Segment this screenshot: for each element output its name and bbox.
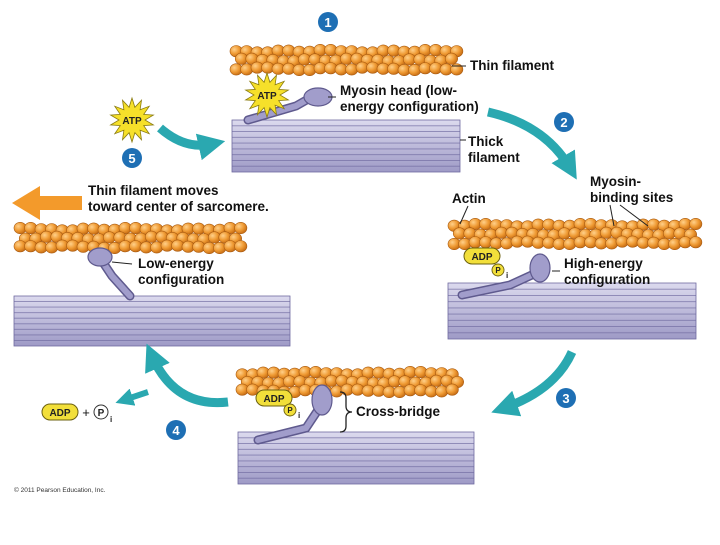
released-adp-pi: ADP + P i	[41, 403, 112, 424]
svg-text:1: 1	[324, 15, 331, 30]
movement-arrow	[12, 186, 82, 220]
thick-filament-label-line2: filament	[468, 150, 520, 165]
thin-filament-label: Thin filament	[470, 58, 555, 73]
myosin-head	[87, 247, 135, 301]
actin-label: Actin	[452, 191, 486, 206]
svg-text:P: P	[98, 408, 105, 419]
cycle-arrow-2	[486, 107, 577, 180]
svg-text:ADP: ADP	[471, 252, 492, 263]
myosin-head	[253, 384, 333, 445]
high-energy-label-line1: High-energy	[564, 256, 643, 271]
leader-lines	[111, 65, 649, 272]
cycle-arrow-5	[157, 124, 226, 161]
myosin-head	[457, 253, 551, 300]
copyright-notice: © 2011 Pearson Education, Inc.	[14, 486, 106, 494]
step-badge-3: 3	[556, 388, 576, 408]
myosin-head-label-line2: energy configuration)	[340, 99, 479, 114]
step-badge-5: 5	[122, 148, 142, 168]
thick-filament	[13, 295, 291, 347]
panel-4	[13, 221, 291, 347]
cross-bridge-label: Cross-bridge	[356, 404, 441, 419]
thick-filament	[237, 431, 475, 485]
binding-sites-label-line1: Myosin-	[590, 174, 641, 189]
atp-star-bound: ATP	[244, 71, 290, 119]
svg-text:+: +	[82, 405, 90, 420]
high-energy-label-line2: configuration	[564, 272, 650, 287]
svg-text:P: P	[287, 406, 293, 415]
binding-sites-label-line2: binding sites	[590, 190, 673, 205]
svg-text:5: 5	[128, 151, 135, 166]
step-badge-4: 4	[166, 420, 186, 440]
panel-3: ADP P i	[235, 365, 475, 485]
adp-molecule: ADP	[255, 389, 293, 407]
movement-label-line1: Thin filament moves	[88, 183, 219, 198]
adp-molecule: ADP	[463, 247, 501, 265]
movement-label-line2: toward center of sarcomere.	[88, 199, 269, 214]
thick-filament-label-line1: Thick	[468, 134, 504, 149]
low-energy-label-line2: configuration	[138, 272, 224, 287]
atp-star-free: ATP	[109, 96, 155, 144]
svg-text:2: 2	[560, 115, 567, 130]
svg-text:i: i	[298, 411, 300, 420]
actin-thin-filament	[447, 217, 703, 251]
actin-thin-filament	[13, 221, 248, 255]
step-badge-2: 2	[554, 112, 574, 132]
low-energy-label-line1: Low-energy	[138, 256, 214, 271]
cycle-arrow-3	[491, 350, 577, 417]
phosphate-molecule: P i	[283, 403, 300, 420]
svg-text:ADP: ADP	[263, 394, 284, 405]
panel-2: ADP P i	[447, 217, 703, 340]
svg-text:i: i	[506, 271, 508, 280]
atp-label: ATP	[257, 91, 277, 102]
actin-thin-filament	[229, 43, 464, 77]
atp-label: ATP	[122, 116, 142, 127]
svg-text:i: i	[110, 415, 112, 424]
svg-text:P: P	[495, 266, 501, 275]
cycle-arrow-4	[115, 343, 229, 408]
svg-text:4: 4	[172, 423, 180, 438]
panel-1: ATP	[229, 43, 464, 173]
svg-text:ADP: ADP	[49, 408, 70, 419]
thick-filament	[231, 119, 461, 173]
cross-bridge-brace	[339, 391, 353, 433]
svg-text:3: 3	[562, 391, 569, 406]
myosin-head	[243, 87, 333, 125]
step-badge-1: 1	[318, 12, 338, 32]
myosin-head-label-line1: Myosin head (low-	[340, 83, 457, 98]
phosphate-molecule: P i	[491, 263, 508, 280]
